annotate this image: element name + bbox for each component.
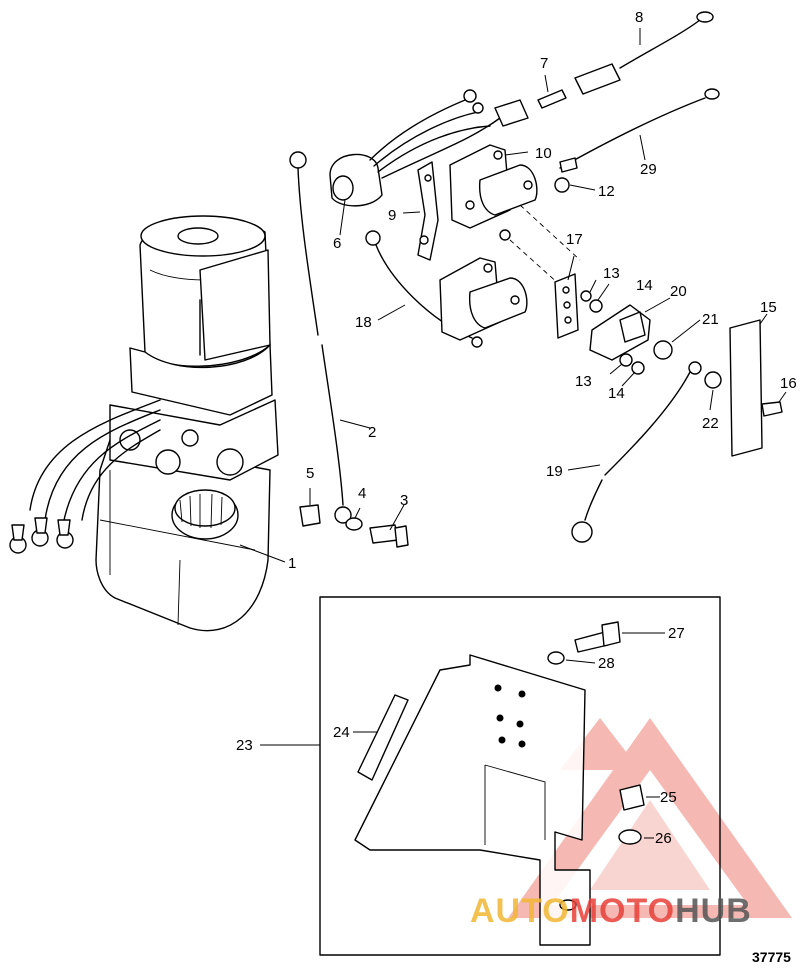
callout-25: 25 <box>660 789 677 806</box>
callout-14b: 14 <box>608 385 625 402</box>
callout-19: 19 <box>546 463 563 480</box>
callout-4: 4 <box>358 485 366 502</box>
callout-20: 20 <box>670 283 687 300</box>
callout-13b: 13 <box>575 373 592 390</box>
callout-7: 7 <box>540 55 548 72</box>
callout-3: 3 <box>400 492 408 509</box>
watermark-text: AUTOMOTOHUB <box>470 892 752 930</box>
callout-16: 16 <box>780 375 797 392</box>
callout-2: 2 <box>368 424 376 441</box>
solenoids <box>417 144 783 457</box>
inset-box <box>319 596 721 956</box>
callout-15: 15 <box>760 299 777 316</box>
figure-code: 37775 <box>752 949 791 965</box>
pump-assembly <box>9 215 279 632</box>
watermark-auto: AUTO <box>470 892 570 930</box>
callout-21: 21 <box>702 311 719 328</box>
callout-12: 12 <box>598 183 615 200</box>
callout-6: 6 <box>333 235 341 252</box>
callout-17: 17 <box>566 231 583 248</box>
callout-9: 9 <box>388 207 396 224</box>
callout-10: 10 <box>535 145 552 162</box>
harness-connector <box>329 89 529 207</box>
callout-28: 28 <box>598 655 615 672</box>
svg-text:AUTOMOTOHUB: AUTOMOTOHUB <box>470 892 752 930</box>
callout-18: 18 <box>355 314 372 331</box>
callout-labels: 1 2 3 4 5 6 7 8 9 10 12 13 13 14 14 15 1… <box>236 9 797 847</box>
callout-1: 1 <box>288 555 296 572</box>
callout-29: 29 <box>640 161 657 178</box>
callout-14a: 14 <box>636 277 653 294</box>
leader-lines <box>239 28 787 839</box>
watermark-hub: HUB <box>675 892 752 930</box>
callout-23: 23 <box>236 737 253 754</box>
cables <box>289 11 720 543</box>
callout-8: 8 <box>635 9 643 26</box>
callout-27: 27 <box>668 625 685 642</box>
callout-5: 5 <box>306 465 314 482</box>
callout-24: 24 <box>333 724 350 741</box>
hardware <box>299 504 409 548</box>
callout-22: 22 <box>702 415 719 432</box>
callout-26: 26 <box>655 830 672 847</box>
watermark-moto: MOTO <box>570 892 675 930</box>
callout-13a: 13 <box>603 265 620 282</box>
